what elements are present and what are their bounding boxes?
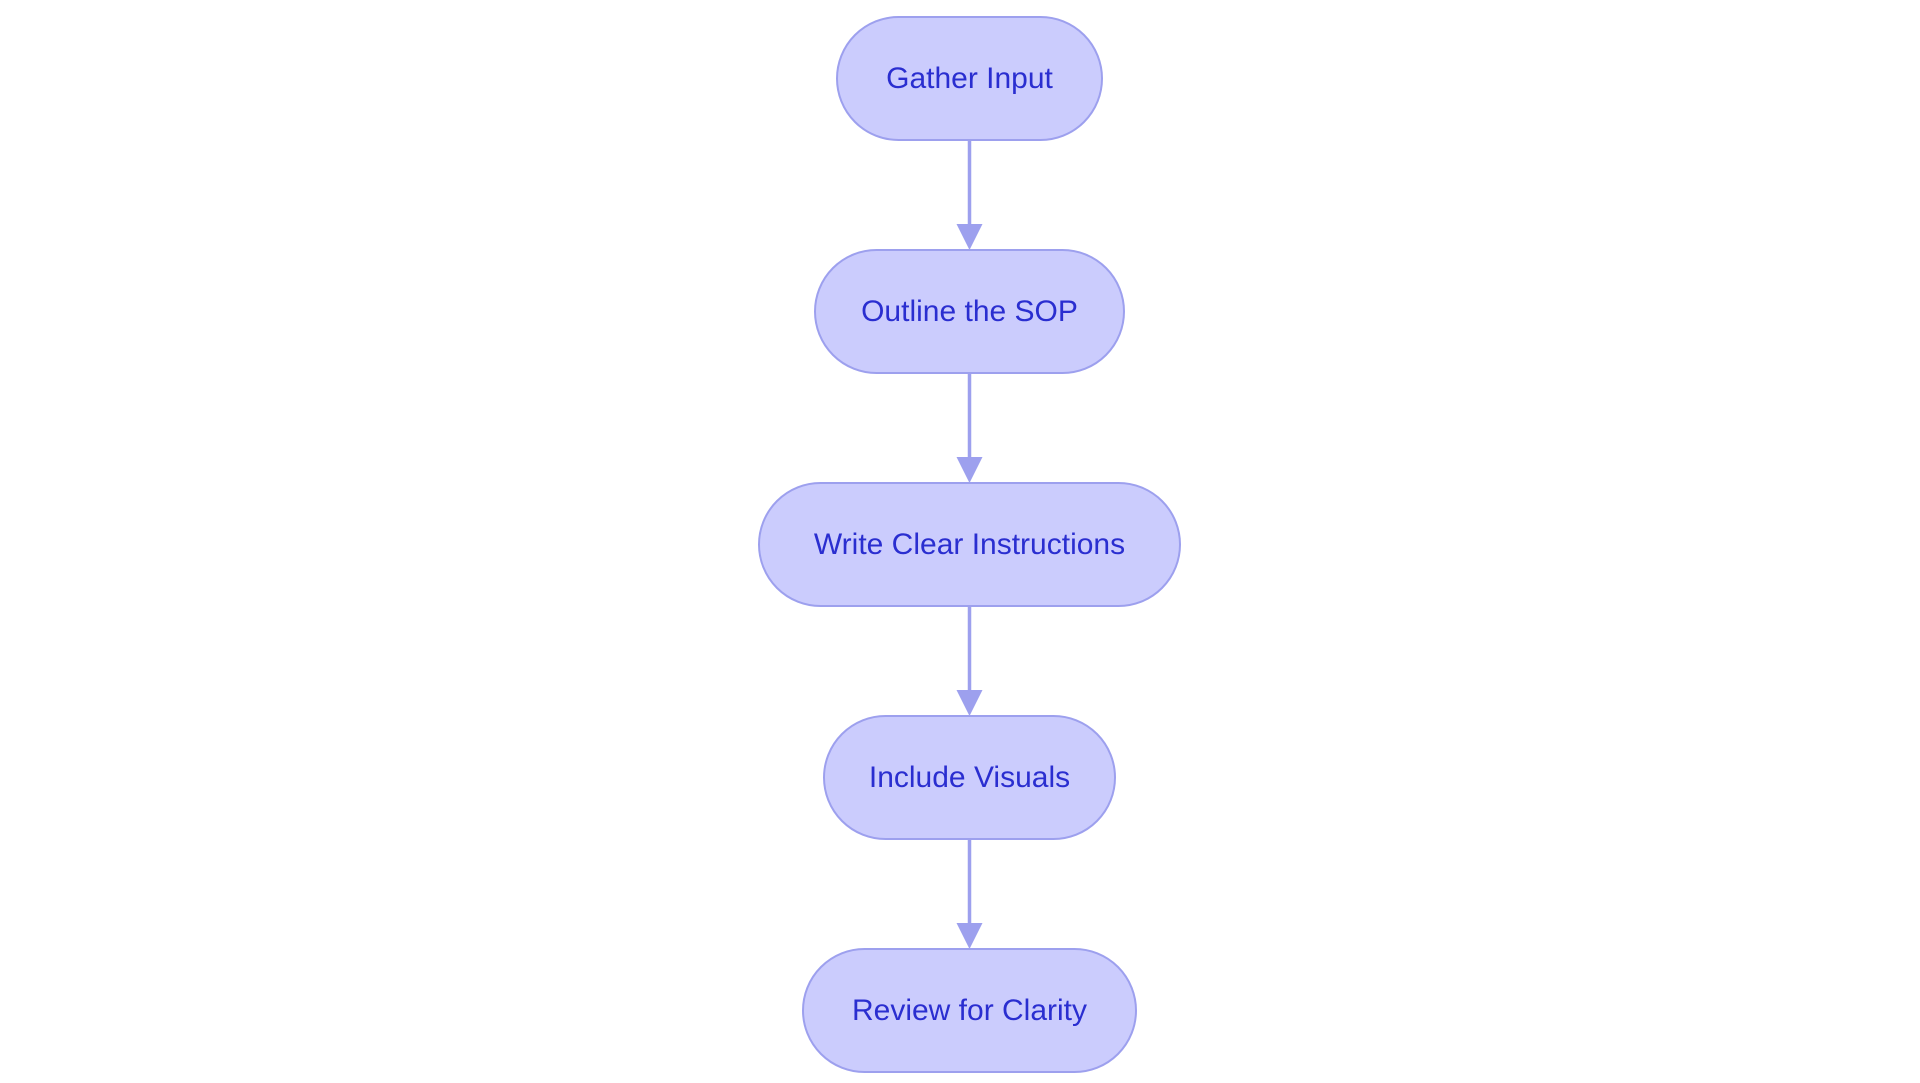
- arrowhead-icon: [956, 690, 983, 716]
- node-outline-the-sop-label: Outline the SOP: [861, 295, 1078, 328]
- node-include-visuals: Include Visuals: [823, 715, 1116, 840]
- node-include-visuals-label: Include Visuals: [869, 761, 1070, 794]
- arrowhead-icon: [956, 457, 983, 483]
- node-include-visuals-shape: [823, 715, 1116, 840]
- edge-visuals-to-review: [956, 839, 983, 949]
- edge-outline-to-write: [956, 373, 983, 483]
- node-gather-input-label: Gather Input: [886, 62, 1053, 95]
- node-gather-input-shape: [836, 16, 1103, 141]
- nodes-layer: Gather Input Outline the SOP Write Clear…: [758, 16, 1181, 1073]
- node-gather-input: Gather Input: [836, 16, 1103, 141]
- node-review-for-clarity-shape: [802, 948, 1137, 1073]
- node-review-for-clarity: Review for Clarity: [802, 948, 1137, 1073]
- edges-layer: [956, 140, 983, 949]
- edge-gather-to-outline: [956, 140, 983, 250]
- arrowhead-icon: [956, 923, 983, 949]
- node-outline-the-sop: Outline the SOP: [814, 249, 1125, 374]
- edge-write-to-visuals: [956, 606, 983, 716]
- node-write-clear-instructions: Write Clear Instructions: [758, 482, 1181, 607]
- node-write-clear-instructions-label: Write Clear Instructions: [814, 528, 1125, 561]
- node-outline-the-sop-shape: [814, 249, 1125, 374]
- arrowhead-icon: [956, 224, 983, 250]
- node-review-for-clarity-label: Review for Clarity: [852, 994, 1087, 1027]
- node-write-clear-instructions-shape: [758, 482, 1181, 607]
